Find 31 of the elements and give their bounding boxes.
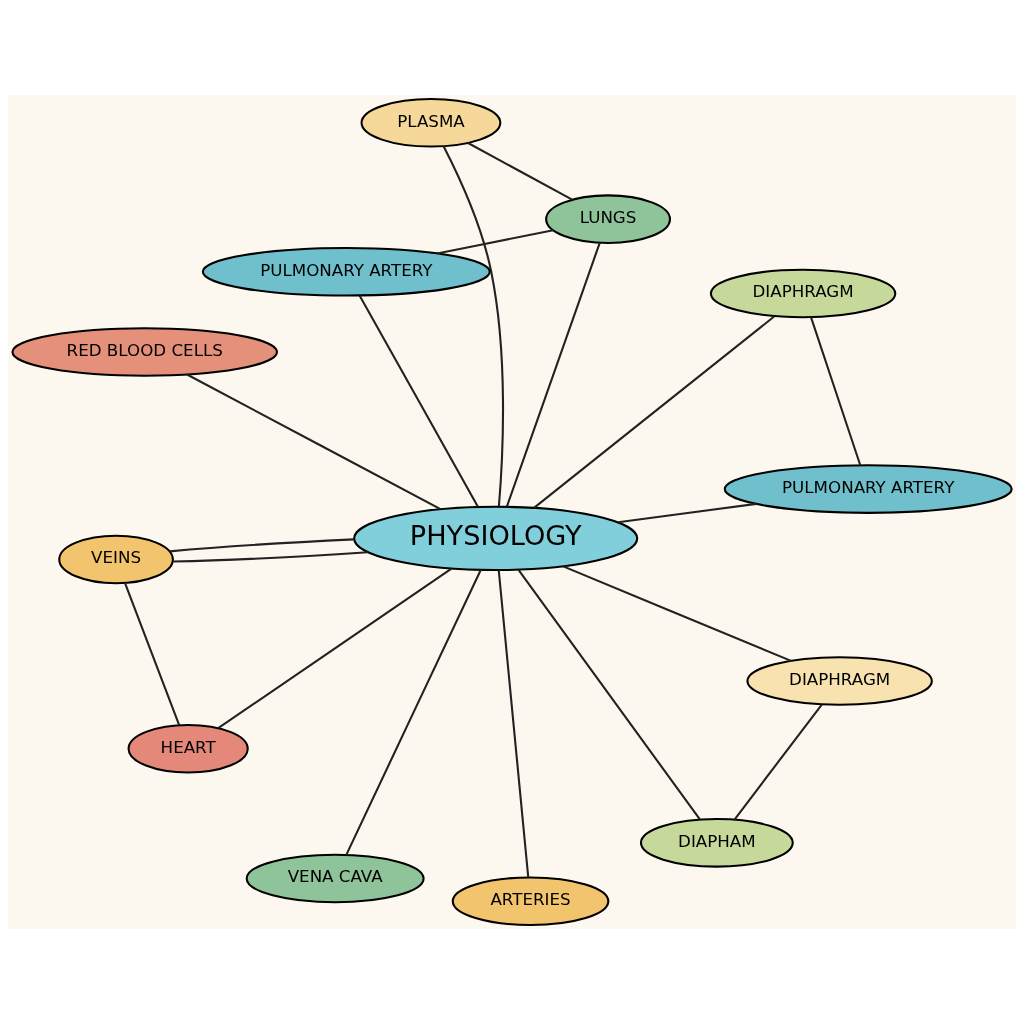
node-ellipse: HEART	[127, 723, 249, 774]
connector	[497, 570, 530, 878]
connector	[467, 142, 573, 201]
node-ellipse: DIAPHRAGM	[746, 656, 933, 706]
node-ellipse: ARTERIES	[451, 876, 610, 926]
connector	[169, 538, 354, 553]
connector	[517, 569, 701, 821]
connector	[505, 242, 601, 507]
connector	[618, 502, 757, 524]
node-ellipse: VEINS	[58, 534, 174, 585]
node-ellipse: PULMONARY ARTERY	[723, 464, 1013, 514]
node-ellipse: PLASMA	[360, 98, 502, 148]
connector	[533, 315, 776, 509]
node-ellipse: DIAPHRAGM	[709, 268, 897, 319]
node-ellipse: RED BLOOD CELLS	[11, 327, 278, 377]
connector	[172, 551, 368, 563]
connector	[124, 582, 181, 726]
connector	[217, 567, 453, 729]
connector	[442, 145, 505, 507]
node-ellipse: PHYSIOLOGY	[353, 505, 639, 572]
connector	[562, 565, 792, 662]
node-ellipse: VENA CAVA	[245, 853, 425, 904]
connector	[809, 316, 862, 466]
node-ellipse: DIAPHAM	[639, 818, 794, 868]
node-ellipse: PULMONARY ARTERY	[201, 247, 491, 297]
connector	[436, 229, 554, 255]
node-ellipse: LUNGS	[545, 194, 671, 244]
connector	[358, 294, 479, 508]
connector	[733, 703, 823, 821]
connector	[345, 569, 482, 856]
connector	[186, 373, 441, 511]
